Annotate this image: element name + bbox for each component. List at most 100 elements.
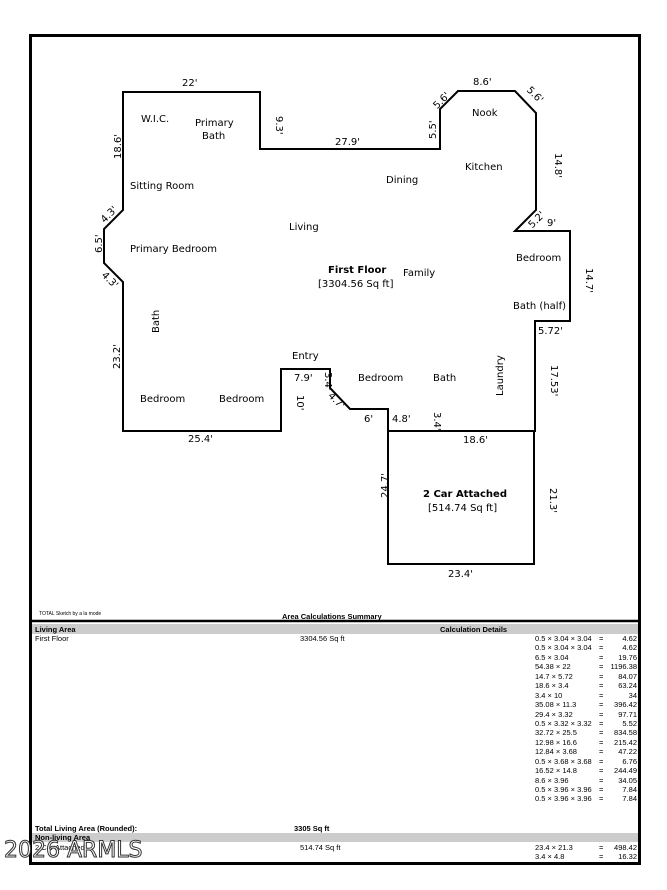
- calculation-equals: =: [599, 747, 604, 757]
- area-calculations-summary: Living Area Calculation Details First Fl…: [32, 621, 638, 862]
- calculation-value: 34.05: [618, 775, 637, 785]
- room-label: Dining: [386, 175, 418, 186]
- dim-label: 24.7': [380, 473, 391, 498]
- calculation-equals: =: [599, 700, 604, 710]
- room-label: Bedroom: [140, 394, 185, 405]
- dim-label: 17.53': [548, 365, 559, 396]
- calculation-row: 16.52 × 14.8=244.49: [535, 766, 639, 775]
- dim-label: 5.72': [538, 326, 563, 337]
- garage-summary-label: 2 Car Attached: [35, 843, 85, 852]
- calculation-equals: =: [599, 662, 604, 672]
- calculation-value: 7.84: [622, 785, 637, 794]
- room-label: Family: [403, 268, 435, 279]
- dim-label: 27.9': [335, 137, 360, 148]
- calculation-equals: =: [599, 756, 604, 766]
- first-floor-label: First Floor: [35, 634, 69, 643]
- calculation-row: 32.72 × 25.5 = 834.58: [535, 728, 639, 737]
- calculation-equals: =: [599, 709, 604, 719]
- calculation-row: 23.4 × 21.3=498.42: [535, 843, 639, 852]
- non-living-header: Non-living Area: [35, 833, 91, 842]
- calculation-value: 19.76: [618, 652, 637, 662]
- room-label: Bath: [151, 310, 162, 333]
- first-floor-sqft: 3304.56 Sq ft: [300, 634, 345, 643]
- non-living-header-bar: [32, 833, 638, 842]
- room-label: Bath: [202, 131, 225, 142]
- calculation-value: 834.58: [614, 728, 637, 738]
- calculation-equals: =: [599, 766, 604, 776]
- calculation-expression: 12.98 × 16.6: [535, 737, 577, 747]
- calculation-row: 8.6 × 3.96=34.05: [535, 776, 639, 785]
- dim-label: 23.4': [448, 569, 473, 580]
- dim-label: 8.6': [473, 77, 492, 88]
- calculation-row: 6.5 × 3.04=19.76: [535, 653, 639, 662]
- living-area-header-bar: [32, 624, 638, 634]
- room-label: Kitchen: [465, 162, 503, 173]
- calculation-value: 215.42: [614, 737, 637, 747]
- calculation-equals: =: [599, 690, 604, 700]
- dim-label: 4.7': [326, 391, 347, 412]
- calculation-equals: =: [599, 671, 604, 681]
- calculation-expression: 23.4 × 21.3: [535, 843, 573, 852]
- living-area-header: Living Area: [35, 625, 76, 634]
- calculation-value: 6.76: [622, 756, 637, 766]
- room-label: Bath (half): [513, 301, 566, 312]
- calculation-expression: 0.5 × 3.96 × 3.96: [535, 785, 592, 794]
- dim-label: 5.5': [428, 120, 439, 139]
- calculation-row: 0.5 × 3.68 × 3.68 = 6.76: [535, 757, 639, 766]
- calculation-expression: 0.5 × 3.04 × 3.04: [535, 643, 592, 653]
- calculation-row: 12.98 × 16.6=215.42: [535, 738, 639, 747]
- calculation-value: 4.62: [622, 634, 637, 643]
- dim-label: 14.7': [583, 268, 594, 293]
- calculation-row: 0.5 × 3.04 × 3.04=4.62: [535, 634, 639, 643]
- calculation-value: 1196.38: [610, 662, 637, 672]
- dim-label: 22': [182, 78, 197, 89]
- calculation-expression: 0.5 × 3.68 × 3.68: [535, 756, 592, 766]
- calculation-row: 14.7 × 5.72=84.07: [535, 672, 639, 681]
- room-label: Bedroom: [219, 394, 264, 405]
- dim-label: 5.2': [527, 210, 548, 231]
- calculation-value: 84.07: [618, 671, 637, 681]
- calculation-expression: 0.5 × 3.32 × 3.32: [535, 718, 592, 728]
- garage-area: [514.74 Sq ft]: [428, 503, 497, 514]
- room-label: Laundry: [495, 355, 506, 396]
- calculation-row: 35.08 × 11.3=396.42: [535, 700, 639, 709]
- calculation-expression: 32.72 × 25.5: [535, 728, 577, 738]
- calculation-row: 0.5 × 3.32 × 3.32=5.52: [535, 719, 639, 728]
- dim-label: 25.4': [188, 434, 213, 445]
- garage-summary-sqft: 514.74 Sq ft: [300, 843, 341, 852]
- calculation-value: 63.24: [618, 681, 637, 691]
- calculation-equals: =: [599, 643, 604, 653]
- calculation-equals: =: [599, 728, 604, 738]
- total-living-value: 3305 Sq ft: [294, 824, 330, 833]
- calculation-value: 4.62: [622, 643, 637, 653]
- total-living-label: Total Living Area (Rounded):: [35, 824, 138, 833]
- calculation-equals: =: [599, 785, 604, 794]
- calculation-value: 396.42: [614, 700, 637, 710]
- room-label: Bedroom: [516, 253, 561, 264]
- dim-label: 4.3': [99, 204, 120, 225]
- dim-label: 5.6': [432, 90, 453, 111]
- calculation-row: 29.4 × 3.32=97.71: [535, 710, 639, 719]
- calculation-expression: 16.52 × 14.8: [535, 766, 577, 776]
- calculation-expression: 3.4 × 4.8: [535, 852, 565, 862]
- room-label: Primary: [195, 118, 234, 129]
- dim-label: 6': [364, 414, 373, 425]
- page-frame: [29, 34, 641, 865]
- dim-label: 3.4': [322, 372, 333, 391]
- calculation-expression: 0.5 × 3.96 × 3.96: [535, 794, 592, 804]
- dim-label: 4.8': [392, 414, 411, 425]
- summary-title: Area Calculations Summary: [282, 612, 382, 621]
- calculation-equals: =: [599, 775, 604, 785]
- calculation-details-header: Calculation Details: [440, 625, 508, 634]
- room-label: Living: [289, 222, 319, 233]
- dim-label: 9': [547, 218, 556, 229]
- dim-label: 4.3': [99, 270, 120, 291]
- calculation-row: 12.84 × 3.68=47.22: [535, 747, 639, 756]
- calculation-equals: =: [599, 634, 604, 643]
- dim-label: 23.2': [112, 344, 123, 369]
- calculation-equals: =: [599, 794, 604, 804]
- calculation-row: 0.5 × 3.04 × 3.04 = 4.62: [535, 643, 639, 652]
- armls-watermark: 2026 ARMLS: [4, 838, 144, 864]
